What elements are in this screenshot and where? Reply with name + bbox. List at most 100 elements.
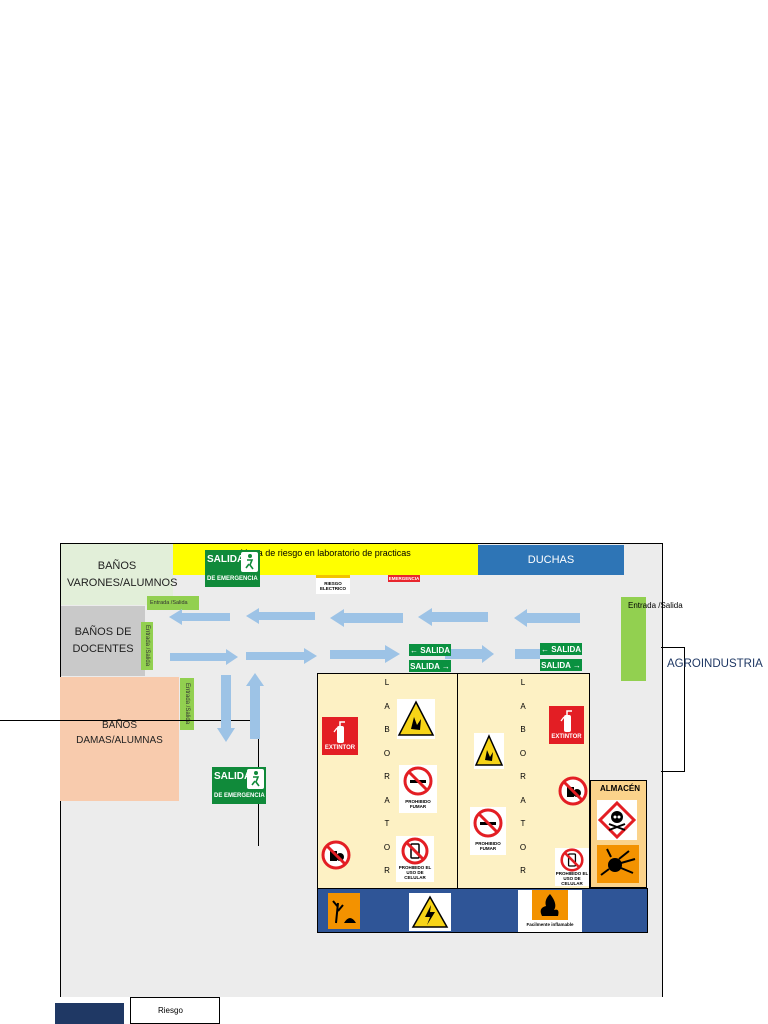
extintor-label: EXTINTOR <box>324 745 356 751</box>
prohibido-fumar-label: PROHIBIDO FUMAR <box>405 799 431 809</box>
arrow-right <box>515 649 540 659</box>
room-agroindustria-label: AGROINDUSTRIA <box>667 658 763 670</box>
door-entrada-salida-top-label: Entrada /Salida <box>150 600 188 606</box>
room-banos-docentes-label: BAÑOS DE DOCENTES <box>72 626 134 655</box>
emergencia-label: EMERGENCIA <box>388 576 420 581</box>
prohibido-celular-sign-1: PROHIBIDO EL USO DE CELULAR <box>396 836 434 882</box>
map-title: Mapa de riesgo en laboratorio de practic… <box>240 548 411 558</box>
door-entrada-salida-docentes: Entrada /Salida <box>141 622 153 670</box>
room-duchas: DUCHAS <box>478 545 624 575</box>
emergency-exit-sign-bottom: SALIDA DE EMERGENCIA <box>212 767 266 804</box>
agroindustria-bracket <box>661 647 685 772</box>
door-entrada-salida-docentes-label: Entrada /Salida <box>144 625 150 667</box>
room-duchas-label: DUCHAS <box>527 554 575 566</box>
riesgo-electrico-sign: RIESGO ELECTRICO <box>316 575 350 594</box>
prohibido-celular-label: PROHIBIDO EL USO DE CELULAR <box>555 871 589 886</box>
running-person-icon <box>247 769 264 789</box>
lab-letter: R <box>384 772 390 781</box>
door-entrada-salida-main-label: Entrada /Salida <box>628 601 683 610</box>
arrow-right <box>445 645 494 663</box>
hazard-base-bar <box>317 888 648 933</box>
flammable-icon <box>532 890 568 920</box>
prohibido-fumar-sign-2: PROHIBIDO FUMAR <box>470 807 506 855</box>
prohibido-fumar-sign-1: PROHIBIDO FUMAR <box>399 765 437 813</box>
lab-letter: L <box>384 678 390 687</box>
room-banos-damas: BAÑOS DAMAS/ALUMNAS <box>60 677 179 801</box>
no-eating-icon <box>558 776 588 806</box>
extintor-label: EXTINTOR <box>551 734 582 740</box>
lab-letter: A <box>520 795 526 805</box>
arrow-left <box>169 609 230 625</box>
lab-letter: L <box>520 678 526 687</box>
emergencia-sign: EMERGENCIA <box>388 575 420 582</box>
room-banos-varones: BAÑOS VARONES/ALUMNOS <box>61 544 178 605</box>
lab-letter: O <box>383 842 391 852</box>
running-person-icon <box>241 552 258 572</box>
room-banos-varones-label: BAÑOS VARONES/ALUMNOS <box>67 559 178 589</box>
no-smoking-icon <box>473 808 503 838</box>
lab-letter: R <box>520 772 526 781</box>
room-almacen-label: ALMACÉN <box>600 784 640 793</box>
de-emergencia-text: DE EMERGENCIA <box>214 793 265 799</box>
prohibido-celular-label: PROHIBIDO EL USO DE CELULAR <box>398 865 432 880</box>
extintor-sign-2: EXTINTOR <box>549 706 584 744</box>
salida-sign-right-2-label: SALIDA → <box>541 660 581 670</box>
extintor-sign-1: EXTINTOR <box>322 717 358 755</box>
salida-sign-right-1: SALIDA → <box>409 660 451 672</box>
no-cellphone-icon <box>401 837 429 865</box>
arrow-left <box>514 609 580 627</box>
prohibido-celular-sign-2: PROHIBIDO EL USO DE CELULAR <box>555 848 589 886</box>
legend-box: Riesgo <box>130 997 220 1024</box>
flammable-label: Facilmente inflamable <box>526 922 574 927</box>
lab-letter: O <box>519 748 527 758</box>
toxic-skull-icon <box>597 800 637 840</box>
flammable-sign: Facilmente inflamable <box>518 890 582 932</box>
door-entrada-salida-damas-label: Entrada /Salida <box>184 683 190 725</box>
fire-extinguisher-icon <box>333 721 345 743</box>
door-entrada-salida-damas: Entrada /Salida <box>180 678 194 730</box>
arrow-right <box>246 648 317 664</box>
arrow-left <box>418 608 488 626</box>
lab-letter: A <box>384 701 390 711</box>
emergency-exit-sign-top: SALIDA DE EMERGENCIA <box>205 550 260 587</box>
hand-injury-warning-icon <box>397 699 435 739</box>
arrow-right <box>330 645 400 663</box>
riesgo-electrico-label: RIESGO ELECTRICO <box>319 581 346 591</box>
arrow-right <box>170 649 238 665</box>
no-eating-icon <box>321 840 351 870</box>
lab-letter: T <box>520 819 526 828</box>
salida-text: SALIDA <box>214 771 252 782</box>
lab-letter: B <box>384 725 390 734</box>
arrow-up <box>246 673 264 739</box>
lab-letter: R <box>520 866 526 875</box>
no-cellphone-icon <box>560 848 584 872</box>
electric-hazard-icon <box>409 893 451 931</box>
door-entrada-salida-main <box>621 597 646 681</box>
salida-sign-left-1-label: ← SALIDA <box>410 645 450 655</box>
salida-sign-right-1-label: SALIDA → <box>410 661 450 671</box>
prohibido-fumar-label: PROHIBIDO FUMAR <box>475 841 501 851</box>
lab-letter: T <box>384 819 390 828</box>
room-banos-docentes: BAÑOS DE DOCENTES <box>61 606 145 676</box>
legend-swatch <box>55 1003 124 1024</box>
de-emergencia-text: DE EMERGENCIA <box>207 576 258 582</box>
room-banos-damas-label: BAÑOS DAMAS/ALUMNAS <box>76 720 163 746</box>
salida-sign-right-2: SALIDA → <box>540 659 582 671</box>
legend-label: Riesgo <box>158 1006 183 1015</box>
door-entrada-salida-top: Entrada /Salida <box>147 596 199 610</box>
fire-extinguisher-icon <box>560 710 572 732</box>
salida-text: SALIDA <box>207 554 245 565</box>
salida-sign-left-1: ← SALIDA <box>409 644 451 656</box>
explosive-icon <box>597 845 639 883</box>
lab-letter: A <box>520 701 526 711</box>
lab-letter: R <box>384 866 390 875</box>
arrow-left <box>330 609 403 627</box>
environmental-hazard-icon <box>328 893 360 929</box>
lab-letter: B <box>520 725 526 734</box>
lab-letter: A <box>384 795 390 805</box>
salida-sign-left-2-label: ← SALIDA <box>541 644 581 654</box>
arrow-down <box>217 675 235 742</box>
lab-letter: O <box>519 842 527 852</box>
hand-injury-warning-icon <box>474 733 504 769</box>
